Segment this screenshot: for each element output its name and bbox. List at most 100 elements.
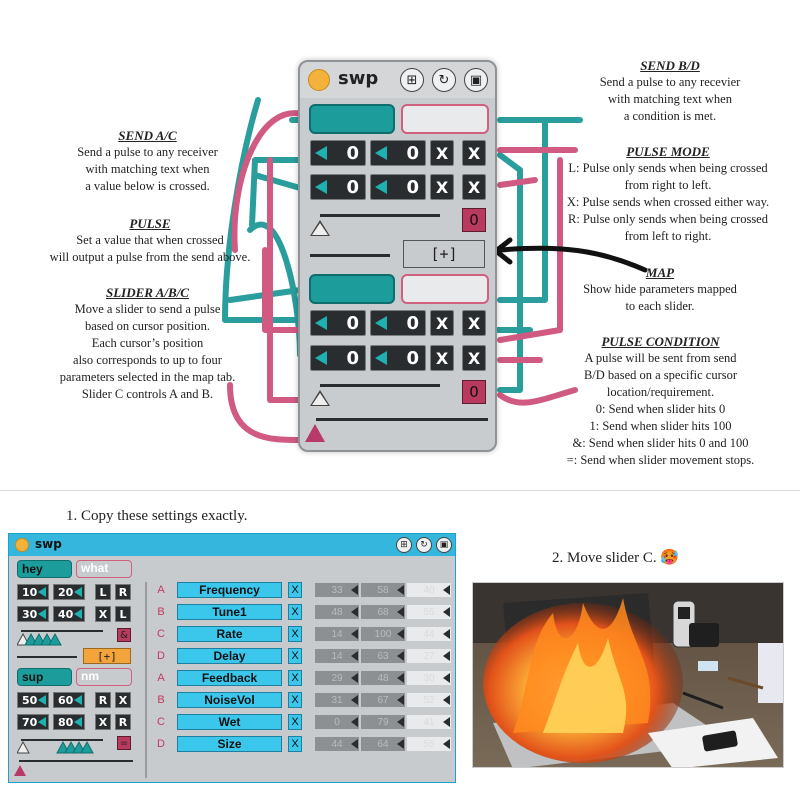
send-d-field[interactable]: nm bbox=[76, 668, 132, 686]
threshold-2a[interactable]: 0 bbox=[310, 174, 366, 200]
param-min[interactable]: 33 bbox=[315, 583, 359, 597]
mode-4a[interactable]: X bbox=[430, 345, 454, 371]
param-min[interactable]: 0 bbox=[315, 715, 359, 729]
param-name[interactable]: Tune1 bbox=[177, 604, 282, 620]
pulse-condition-2[interactable]: 0 bbox=[462, 380, 486, 404]
slider-c-cursor-icon[interactable] bbox=[305, 424, 325, 442]
param-remove-button[interactable]: X bbox=[288, 670, 302, 686]
threshold-3b[interactable]: 60 bbox=[53, 692, 85, 708]
threshold-3a[interactable]: 0 bbox=[310, 310, 366, 336]
param-remove-button[interactable]: X bbox=[288, 736, 302, 752]
param-value[interactable]: 27 bbox=[407, 649, 451, 663]
param-min[interactable]: 48 bbox=[315, 605, 359, 619]
param-min[interactable]: 31 bbox=[315, 693, 359, 707]
param-min[interactable]: 14 bbox=[315, 649, 359, 663]
mode-3b[interactable]: X bbox=[462, 310, 486, 336]
threshold-2b[interactable]: 0 bbox=[370, 174, 426, 200]
param-remove-button[interactable]: X bbox=[288, 582, 302, 598]
mode-2a[interactable]: X bbox=[430, 174, 454, 200]
send-a-field[interactable]: hey bbox=[17, 560, 72, 578]
param-remove-button[interactable]: X bbox=[288, 626, 302, 642]
send-a-field[interactable] bbox=[309, 104, 395, 134]
mode-2a[interactable]: X bbox=[95, 606, 111, 622]
param-remove-button[interactable]: X bbox=[288, 714, 302, 730]
param-max[interactable]: 68 bbox=[361, 605, 405, 619]
param-value[interactable]: 44 bbox=[407, 627, 451, 641]
device-power-icon[interactable] bbox=[308, 69, 330, 91]
slider-a-track[interactable] bbox=[320, 214, 440, 217]
threshold-1a[interactable]: 10 bbox=[17, 584, 49, 600]
param-max[interactable]: 100 bbox=[361, 627, 405, 641]
param-name[interactable]: Rate bbox=[177, 626, 282, 642]
param-max[interactable]: 64 bbox=[361, 737, 405, 751]
slider-a-cursors[interactable] bbox=[17, 632, 77, 646]
param-value[interactable]: 41 bbox=[407, 715, 451, 729]
mode-1b[interactable]: R bbox=[115, 584, 131, 600]
param-max[interactable]: 48 bbox=[361, 671, 405, 685]
send-c-field[interactable] bbox=[309, 274, 395, 304]
param-remove-button[interactable]: X bbox=[288, 692, 302, 708]
send-b-field[interactable]: what bbox=[76, 560, 132, 578]
threshold-2a[interactable]: 30 bbox=[17, 606, 49, 622]
param-name[interactable]: Size bbox=[177, 736, 282, 752]
mode-1b[interactable]: X bbox=[462, 140, 486, 166]
param-value[interactable]: 30 bbox=[407, 671, 451, 685]
param-max[interactable]: 79 bbox=[361, 715, 405, 729]
mode-4a[interactable]: X bbox=[95, 714, 111, 730]
slider-c-track[interactable] bbox=[19, 760, 133, 762]
slider-a-track[interactable] bbox=[21, 630, 103, 632]
param-remove-button[interactable]: X bbox=[288, 604, 302, 620]
param-max[interactable]: 67 bbox=[361, 693, 405, 707]
slider-c-cursor-icon[interactable] bbox=[14, 765, 26, 776]
send-b-field[interactable] bbox=[401, 104, 489, 134]
threshold-4a[interactable]: 0 bbox=[310, 345, 366, 371]
mode-1a[interactable]: X bbox=[430, 140, 454, 166]
param-max[interactable]: 58 bbox=[361, 583, 405, 597]
threshold-4b[interactable]: 0 bbox=[370, 345, 426, 371]
param-name[interactable]: Delay bbox=[177, 648, 282, 664]
save-icon[interactable]: ▣ bbox=[464, 68, 488, 92]
mode-2b[interactable]: X bbox=[462, 174, 486, 200]
param-value[interactable]: 40 bbox=[407, 583, 451, 597]
send-c-field[interactable]: sup bbox=[17, 668, 72, 686]
threshold-4a[interactable]: 70 bbox=[17, 714, 49, 730]
param-remove-button[interactable]: X bbox=[288, 648, 302, 664]
param-name[interactable]: Wet bbox=[177, 714, 282, 730]
param-name[interactable]: Feedback bbox=[177, 670, 282, 686]
param-value[interactable]: 55 bbox=[407, 605, 451, 619]
map-button[interactable]: [+] bbox=[403, 240, 485, 268]
refresh-icon[interactable]: ↻ bbox=[416, 537, 432, 553]
send-d-field[interactable] bbox=[401, 274, 489, 304]
mode-3b[interactable]: X bbox=[115, 692, 131, 708]
pulse-condition-1[interactable]: & bbox=[117, 628, 131, 642]
slider-b-track[interactable] bbox=[320, 384, 440, 387]
pulse-condition-2[interactable]: = bbox=[117, 736, 131, 750]
loop-icon[interactable]: ⊞ bbox=[396, 537, 412, 553]
param-min[interactable]: 44 bbox=[315, 737, 359, 751]
slider-b-track[interactable] bbox=[21, 739, 103, 741]
mode-4b[interactable]: R bbox=[115, 714, 131, 730]
mode-2b[interactable]: L bbox=[115, 606, 131, 622]
pulse-condition-1[interactable]: 0 bbox=[462, 208, 486, 232]
param-value[interactable]: 55 bbox=[407, 737, 451, 751]
param-name[interactable]: Frequency bbox=[177, 582, 282, 598]
threshold-1b[interactable]: 20 bbox=[53, 584, 85, 600]
threshold-3b[interactable]: 0 bbox=[370, 310, 426, 336]
param-min[interactable]: 29 bbox=[315, 671, 359, 685]
mode-4b[interactable]: X bbox=[462, 345, 486, 371]
threshold-4b[interactable]: 80 bbox=[53, 714, 85, 730]
mode-3a[interactable]: X bbox=[430, 310, 454, 336]
mode-1a[interactable]: L bbox=[95, 584, 111, 600]
param-value[interactable]: 52 bbox=[407, 693, 451, 707]
threshold-1a[interactable]: 0 bbox=[310, 140, 366, 166]
mode-3a[interactable]: R bbox=[95, 692, 111, 708]
threshold-1b[interactable]: 0 bbox=[370, 140, 426, 166]
device-power-icon[interactable] bbox=[15, 538, 29, 552]
loop-icon[interactable]: ⊞ bbox=[400, 68, 424, 92]
threshold-3a[interactable]: 50 bbox=[17, 692, 49, 708]
threshold-2b[interactable]: 40 bbox=[53, 606, 85, 622]
param-min[interactable]: 14 bbox=[315, 627, 359, 641]
param-name[interactable]: NoiseVol bbox=[177, 692, 282, 708]
slider-b-cursors[interactable] bbox=[17, 740, 107, 754]
param-max[interactable]: 63 bbox=[361, 649, 405, 663]
